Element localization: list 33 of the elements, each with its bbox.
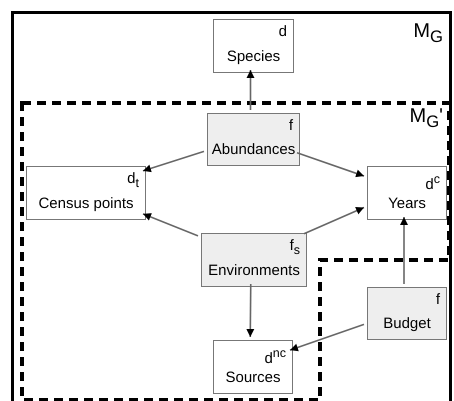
arrow [246, 70, 254, 110]
arrow [142, 150, 204, 172]
entity-box [213, 340, 293, 394]
node-label: Species [226, 48, 282, 66]
node-label: Budget [382, 315, 432, 333]
model-frame [11, 11, 452, 401]
type-symbol: d$_{t}$ [127, 171, 139, 191]
type-symbol: f [288, 118, 293, 134]
type-symbol: d$^{nc}$ [264, 345, 286, 367]
node-label: Years [387, 195, 427, 213]
arrow [142, 213, 198, 237]
entity-box [367, 166, 447, 220]
arrow [246, 284, 254, 337]
arrow [290, 324, 364, 352]
entity-box [201, 233, 307, 287]
node-label: Census points [37, 195, 135, 213]
type-symbol: d$^{c}$ [425, 171, 440, 193]
arrow [304, 206, 364, 235]
type-symbol: f [436, 292, 440, 308]
arrow [400, 217, 408, 284]
node-label: Abundances [210, 141, 296, 159]
entity-box [207, 113, 300, 166]
type-symbol: f$_{s}$ [290, 238, 300, 258]
region-title: M$_{G}$ [413, 20, 443, 48]
region-title: M$_{G}$' [410, 105, 443, 133]
node-label: Sources [224, 369, 282, 387]
arrow [296, 152, 364, 178]
entity-box [26, 166, 146, 220]
entity-box [367, 287, 447, 340]
entity-box [213, 19, 294, 73]
dashed-region [20, 101, 451, 401]
type-symbol: d [278, 24, 287, 40]
node-label: Environments [207, 262, 301, 280]
